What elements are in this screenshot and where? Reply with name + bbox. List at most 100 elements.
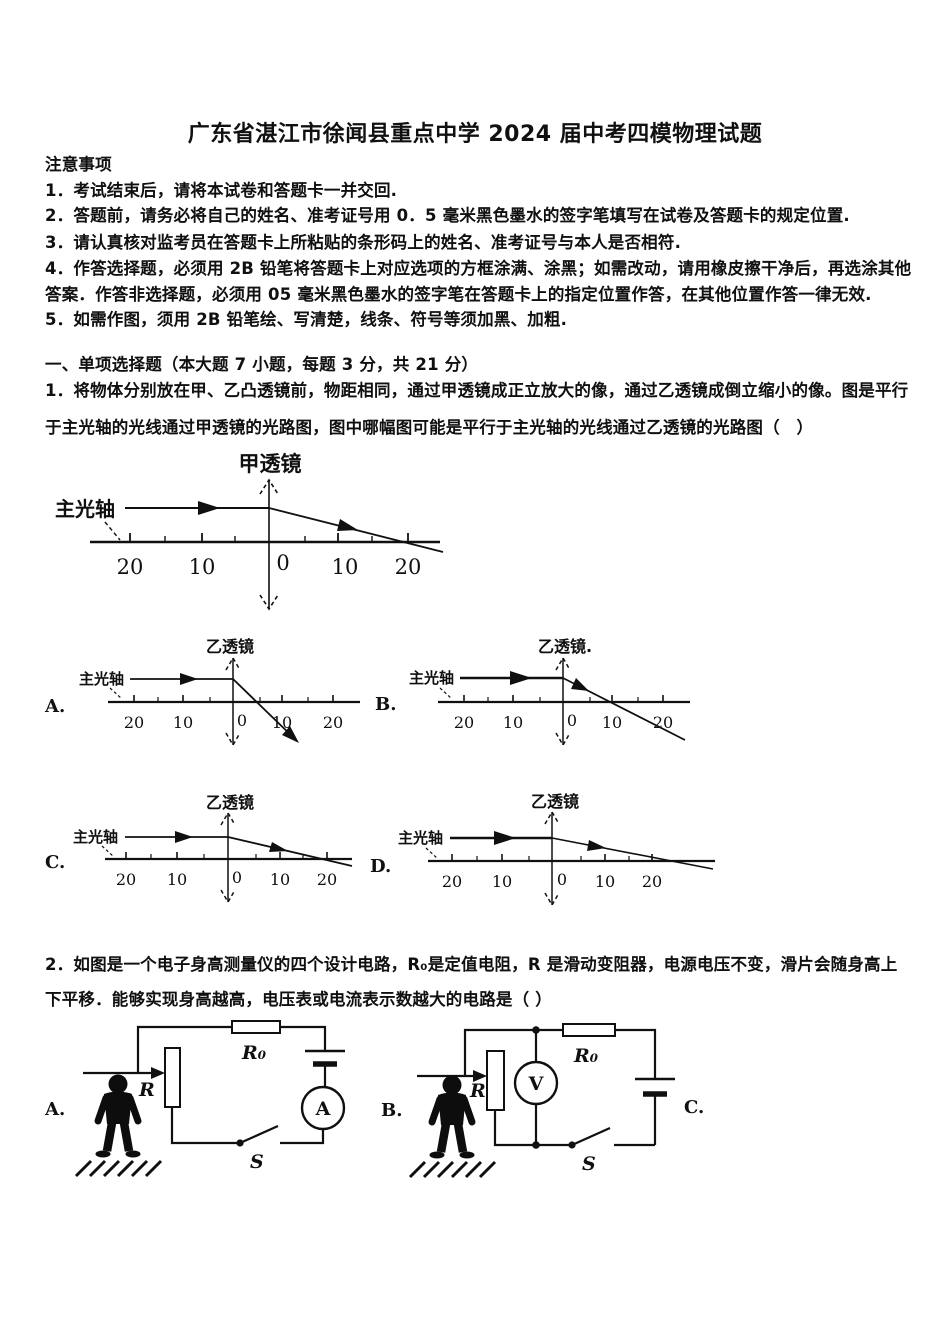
circuit-a-label: A. — [45, 1099, 66, 1120]
lens-diagram-option-d: 乙透镜 主光轴 20 10 0 10 20 — [398, 792, 715, 907]
tick-label: 10 — [503, 713, 523, 732]
lens-diagram-main: 甲透镜 主光轴 20 10 0 10 20 — [55, 452, 444, 611]
notice-line-3: 3．请认真核对监考员在答题卡上所粘贴的条形码上的姓名、准考证号与本人是否相符. — [45, 233, 682, 252]
axis-leader-line — [101, 845, 115, 858]
axis-ruler — [428, 854, 715, 863]
notice-line-4b: 答案．作答非选择题，必须用 05 毫米黑色墨水的签字笔在答题卡上的指定位置作答，… — [45, 285, 872, 304]
refracted-ray — [232, 678, 299, 743]
notice-line-4: 4．作答选择题，必须用 2B 铅笔将答题卡上对应选项的方框涂满、涂黑；如需改动，… — [45, 259, 912, 278]
rheostat-label: R — [469, 1080, 486, 1102]
notice-line-2: 2．答题前，请务必将自己的姓名、准考证号用 0．5 毫米黑色墨水的签字笔填写在试… — [45, 206, 850, 225]
resistor-label: R₀ — [241, 1042, 267, 1064]
tick-label: 10 — [332, 555, 359, 579]
lens-label: 乙透镜. — [538, 637, 592, 656]
tick-label: 10 — [189, 555, 216, 579]
tick-label: 20 — [116, 870, 136, 889]
axis-ruler — [90, 533, 440, 544]
tick-label: 10 — [167, 870, 187, 889]
axis-leader-line — [104, 521, 121, 541]
tick-label: 20 — [323, 713, 343, 732]
tick-label: 0 — [237, 711, 247, 730]
tick-label: 10 — [173, 713, 193, 732]
junction-dot — [532, 1026, 540, 1034]
junction-dot — [532, 1141, 540, 1149]
tick-label: 20 — [454, 713, 474, 732]
q1-text-line-2: 于主光轴的光线通过甲透镜的光路图，图中哪幅图可能是平行于主光轴的光线通过乙透镜的… — [45, 418, 814, 437]
wiper-arrow-icon — [473, 1070, 487, 1082]
circuit-c-label: C. — [684, 1097, 705, 1118]
incident-ray — [460, 671, 563, 685]
axis-label: 主光轴 — [55, 497, 115, 521]
tick-label: 10 — [270, 870, 290, 889]
height-bar — [83, 1067, 165, 1079]
rheostat-label: R — [138, 1079, 155, 1101]
incident-ray — [125, 831, 228, 843]
incident-ray — [130, 673, 233, 685]
q2-text-line-2: 下平移．能够实现身高越高，电压表或电流表示数越大的电路是（ ） — [45, 990, 552, 1009]
axis-label: 主光轴 — [398, 829, 443, 847]
lens-icon — [259, 478, 279, 611]
resistor-label: R₀ — [573, 1045, 599, 1067]
incident-ray — [125, 501, 269, 515]
axis-ruler — [108, 695, 360, 704]
notice-line-1: 1．考试结束后，请将本试卷和答题卡一并交回. — [45, 181, 398, 200]
tick-label: 0 — [232, 868, 242, 887]
lens-diagram-option-b: 乙透镜. 主光轴 20 10 0 10 20 — [409, 637, 690, 747]
tick-label: 20 — [117, 555, 144, 579]
option-a-label: A. — [45, 696, 66, 717]
circuit-diagram-a: A R R₀ S — [74, 1020, 346, 1178]
switch-label: S — [582, 1153, 596, 1175]
axis-leader-line — [439, 687, 453, 700]
ground-hatching — [74, 1159, 163, 1178]
svg-text:A: A — [315, 1098, 331, 1120]
refracted-ray — [562, 677, 686, 741]
tick-label: 0 — [276, 551, 289, 575]
axis-label: 主光轴 — [73, 828, 118, 846]
circuit-b-label: B. — [381, 1100, 403, 1121]
person-figure — [428, 1075, 476, 1159]
svg-text:V: V — [528, 1073, 545, 1095]
tick-label: 20 — [317, 870, 337, 889]
lens-icon — [220, 811, 236, 904]
tick-label: 10 — [595, 872, 615, 891]
person-figure — [94, 1074, 142, 1158]
switch-icon — [236, 1124, 279, 1147]
tick-label: 20 — [395, 555, 422, 579]
lens-diagram-option-c: 乙透镜 主光轴 20 10 0 10 20 — [73, 793, 353, 904]
lens-icon — [544, 810, 560, 907]
option-b-label: B. — [375, 694, 397, 715]
tick-label: 10 — [492, 872, 512, 891]
q2-text-line-1: 2．如图是一个电子身高测量仪的四个设计电路，R₀是定值电阻，R 是滑动变阻器，电… — [45, 955, 898, 974]
tick-label: 10 — [272, 713, 292, 732]
battery-icon — [305, 1049, 345, 1067]
axis-ruler — [438, 695, 690, 704]
tick-label: 20 — [642, 872, 662, 891]
axis-ruler — [105, 852, 352, 861]
lens-label: 甲透镜 — [239, 452, 302, 476]
page-title: 广东省湛江市徐闻县重点中学 2024 届中考四模物理试题 — [187, 122, 763, 147]
refracted-ray — [227, 836, 353, 867]
tick-label: 20 — [442, 872, 462, 891]
battery-icon — [635, 1077, 675, 1097]
tick-label: 20 — [124, 713, 144, 732]
lens-label: 乙透镜 — [206, 637, 254, 656]
ammeter-icon: A — [300, 1085, 346, 1131]
lens-label: 乙透镜 — [206, 793, 254, 812]
voltmeter-icon: V — [513, 1060, 559, 1106]
axis-leader-line — [425, 847, 439, 860]
resistor-icon — [562, 1023, 616, 1037]
q1-text-line-1: 1．将物体分别放在甲、乙凸透镜前，物距相同，通过甲透镜成正立放大的像，通过乙透镜… — [45, 381, 909, 400]
option-d-label: D. — [370, 856, 392, 877]
switch-icon — [568, 1126, 611, 1149]
circuit-diagram-b: V R R₀ S — [408, 1023, 675, 1179]
wiper-arrow-icon — [151, 1067, 165, 1079]
section-heading: 一、单项选择题（本大题 7 小题，每题 3 分，共 21 分） — [45, 355, 479, 374]
option-c-label: C. — [45, 852, 66, 873]
lens-label: 乙透镜 — [531, 792, 579, 811]
rheostat-icon — [164, 1047, 181, 1108]
refracted-ray — [268, 507, 444, 553]
tick-label: 10 — [602, 713, 622, 732]
lens-diagram-option-a: 乙透镜 主光轴 20 10 0 10 20 — [79, 637, 360, 747]
switch-label: S — [250, 1151, 264, 1173]
